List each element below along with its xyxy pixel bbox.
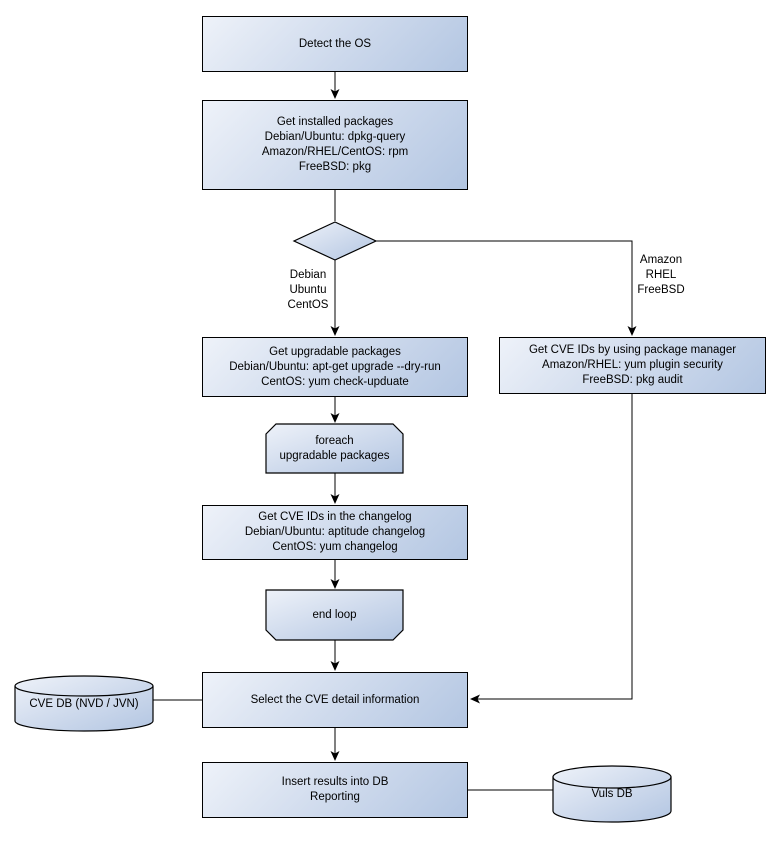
node-select-cve-detail: Select the CVE detail information — [202, 672, 468, 728]
node-get-upgradable-packages: Get upgradable packages Debian/Ubuntu: a… — [202, 337, 468, 397]
node-detect-os: Detect the OS — [202, 16, 468, 72]
cve-db-cylinder — [14, 675, 154, 732]
node-get-cve-ids-package-manager: Get CVE IDs by using package manager Ama… — [499, 337, 766, 394]
end-loop-shape — [265, 589, 404, 641]
edge-decision-to-cve-pkg-mgr — [376, 240, 637, 336]
node-get-cve-ids-changelog: Get CVE IDs in the changelog Debian/Ubun… — [202, 505, 468, 560]
edge-cve-pkg-mgr-to-select — [470, 394, 633, 704]
vuls-db-cylinder — [552, 765, 672, 823]
node-get-installed-packages: Get installed packages Debian/Ubuntu: dp… — [202, 100, 468, 190]
edge-label-right-branch: Amazon RHEL FreeBSD — [637, 254, 685, 296]
node-insert-results: Insert results into DB Reporting — [202, 762, 468, 818]
vuls-db-cylinder-rim — [552, 776, 672, 789]
foreach-loop-shape — [265, 423, 404, 474]
edge-label-left-branch: Debian Ubuntu CentOS — [287, 269, 329, 311]
cve-db-cylinder-rim — [14, 685, 154, 697]
decision-diamond-shape — [292, 221, 378, 261]
